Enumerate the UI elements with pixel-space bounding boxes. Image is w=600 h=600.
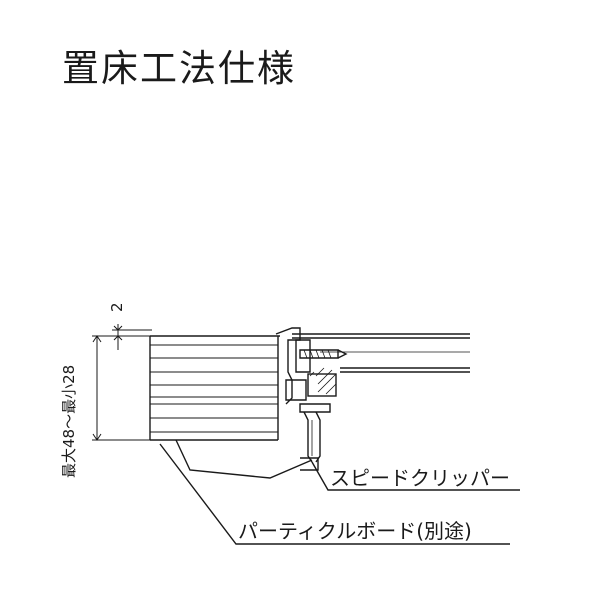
clip-leader	[311, 461, 520, 491]
height-label: 最大48～最小28	[60, 365, 78, 478]
board-leader	[159, 443, 510, 545]
height-dimension	[92, 335, 150, 441]
edge-profile	[275, 327, 337, 413]
svg-text:2: 2	[108, 302, 126, 312]
gap-dimension	[112, 324, 152, 350]
particle-board	[175, 439, 313, 479]
floor-panel	[292, 333, 470, 373]
gap-label: 2	[108, 302, 126, 312]
screw	[299, 349, 348, 359]
clip-callout: スピードクリッパー	[330, 466, 510, 490]
svg-text:最大48～最小28: 最大48～最小28	[60, 365, 78, 478]
page-title: 置床工法仕様	[62, 47, 296, 90]
board-section	[149, 335, 280, 441]
speed-clipper	[300, 411, 321, 471]
board-callout: パーティクルボード(別途)	[238, 519, 472, 543]
